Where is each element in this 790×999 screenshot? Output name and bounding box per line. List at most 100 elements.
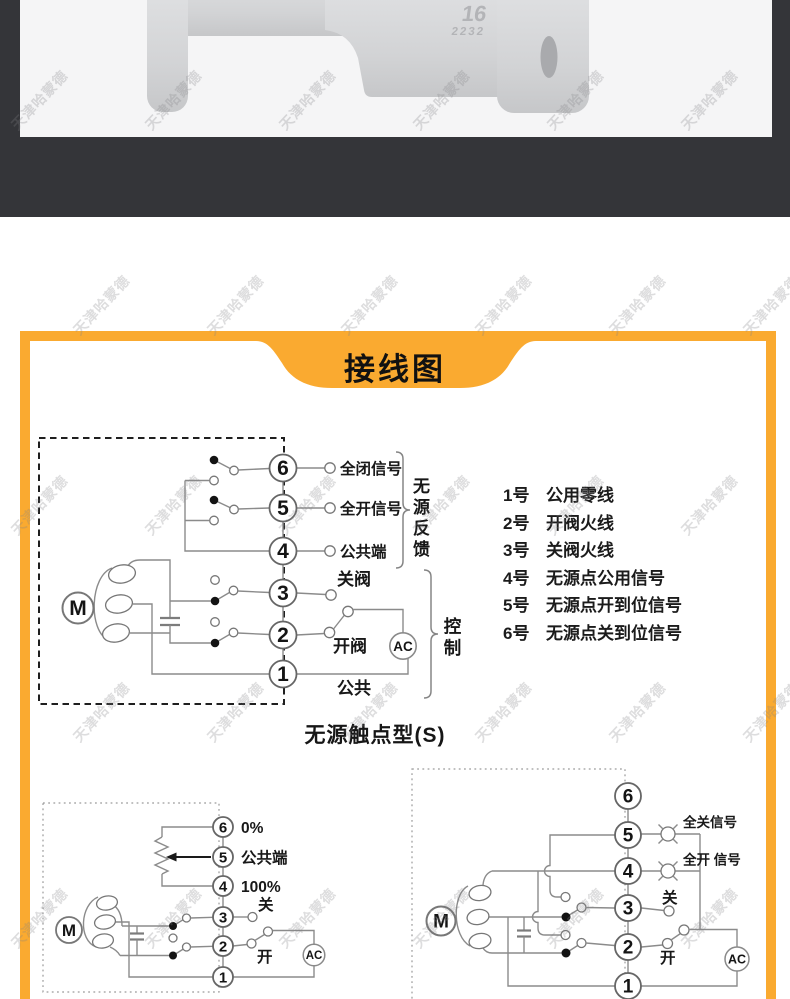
legend-desc: 无源点公用信号 bbox=[546, 568, 665, 588]
watermark-text: 天津哈蒙德 bbox=[606, 272, 669, 338]
legend-num: 6号 bbox=[503, 623, 530, 643]
label-passive-feedback-group: 无源反馈 bbox=[410, 477, 429, 561]
terminal-1 bbox=[268, 659, 298, 689]
actuator-enclosure-dotted bbox=[42, 802, 220, 993]
terminal-2-number: 2 bbox=[277, 624, 289, 647]
label-close: 关 bbox=[258, 895, 274, 914]
watermark-text: 天津哈蒙德 bbox=[70, 272, 133, 338]
wiring-diagram-lamp-feedback: 全关信号 全开 信号 M 关 AC 开 6 5 4 3 2 1 bbox=[411, 768, 750, 999]
label-0-percent: 0% bbox=[241, 820, 264, 837]
terminal-2 bbox=[268, 620, 298, 650]
watermark-text: 天津哈蒙德 bbox=[204, 272, 267, 338]
terminal-1-number: 1 bbox=[219, 970, 227, 987]
legend-row: 2号开阀火线 bbox=[503, 510, 682, 538]
terminal-legend: 1号公用零线 2号开阀火线 3号关阀火线 4号无源点公用信号 5号无源点开到位信… bbox=[503, 482, 682, 648]
legend-desc: 开阀火线 bbox=[546, 513, 614, 533]
motor-winding bbox=[107, 564, 137, 584]
terminal-3 bbox=[268, 578, 298, 608]
motor-winding bbox=[95, 895, 119, 911]
terminal-4 bbox=[268, 536, 298, 566]
ac-label: AC bbox=[393, 639, 413, 654]
motor-label: M bbox=[62, 921, 76, 940]
terminal-3-number: 3 bbox=[623, 899, 634, 920]
legend-row: 3号关阀火线 bbox=[503, 537, 682, 565]
label-common-end: 公共端 bbox=[241, 848, 288, 867]
terminal-6-number: 6 bbox=[219, 820, 227, 837]
terminal-5 bbox=[268, 493, 298, 523]
cast-marking-line1: 16 bbox=[460, 1, 488, 26]
legend-row: 5号无源点开到位信号 bbox=[503, 592, 682, 620]
terminal-2-number: 2 bbox=[219, 939, 227, 956]
terminal-3-number: 3 bbox=[219, 910, 227, 927]
label-open-valve: 开阀 bbox=[333, 636, 367, 656]
wiring-diagram-passive-contact: 全闭信号 全开信号 公共端 关阀 AC 开阀 公共 M 6 5 4 3 2 1 bbox=[38, 437, 439, 705]
terminal-6 bbox=[212, 816, 234, 838]
terminal-5 bbox=[212, 846, 234, 868]
terminal-5 bbox=[614, 821, 642, 849]
banner-title: 接线图 bbox=[344, 352, 446, 387]
ac-label: AC bbox=[306, 950, 323, 962]
valve-body: 16 2232 bbox=[147, 0, 589, 113]
terminal-6 bbox=[268, 453, 298, 483]
label-close: 关 bbox=[662, 888, 678, 907]
motor bbox=[425, 905, 457, 937]
legend-num: 3号 bbox=[503, 541, 530, 561]
legend-row: 6号无源点关到位信号 bbox=[503, 620, 682, 648]
watermark-text: 天津哈蒙德 bbox=[338, 272, 401, 338]
wiring-diagram-panel bbox=[20, 331, 776, 999]
label-common-end: 公共端 bbox=[340, 542, 387, 561]
motor bbox=[55, 916, 83, 944]
legend-row: 1号公用零线 bbox=[503, 482, 682, 510]
label-common: 公共 bbox=[337, 679, 371, 698]
terminal-3 bbox=[614, 894, 642, 922]
valve-photo: 16 2232 bbox=[147, 0, 589, 113]
watermark-text: 天津哈蒙德 bbox=[472, 272, 535, 338]
banner-tab bbox=[256, 341, 536, 388]
terminal-5-number: 5 bbox=[219, 850, 227, 867]
motor-label: M bbox=[433, 912, 449, 933]
label-100-percent: 100% bbox=[241, 879, 281, 896]
actuator-enclosure-dotted bbox=[411, 768, 626, 999]
label-full-open-signal: 全开信号 bbox=[339, 499, 402, 518]
potentiometer bbox=[153, 836, 170, 875]
product-photo: 16 2232 bbox=[20, 0, 772, 137]
bolt-hole bbox=[540, 36, 558, 78]
ac-label: AC bbox=[728, 953, 746, 967]
motor bbox=[61, 591, 95, 625]
terminal-2 bbox=[212, 935, 234, 957]
watermark-text: 天津哈蒙德 bbox=[740, 272, 790, 338]
legend-num: 1号 bbox=[503, 486, 530, 505]
legend-num: 5号 bbox=[503, 596, 530, 616]
ac-power-source bbox=[388, 631, 417, 660]
terminal-4-number: 4 bbox=[277, 540, 289, 563]
motor-winding bbox=[104, 594, 134, 614]
motor-label: M bbox=[69, 597, 87, 620]
terminal-6-number: 6 bbox=[277, 457, 289, 480]
terminal-1 bbox=[614, 972, 642, 999]
terminal-4 bbox=[212, 875, 234, 897]
terminal-6 bbox=[614, 782, 642, 810]
terminal-5-number: 5 bbox=[623, 826, 634, 847]
legend-desc: 无源点关到位信号 bbox=[546, 623, 682, 643]
label-close-valve: 关阀 bbox=[337, 569, 371, 589]
terminal-4-number: 4 bbox=[623, 862, 634, 883]
motor-winding bbox=[466, 908, 490, 926]
terminal-4-number: 4 bbox=[219, 879, 228, 896]
wiring-diagram-potentiometer: 0% 公共端 100% M 关 AC 开 6 5 4 3 2 1 bbox=[42, 802, 326, 993]
diagram1-caption: 无源触点型(S) bbox=[304, 724, 446, 747]
dark-band: 16 2232 bbox=[0, 0, 790, 217]
motor-winding bbox=[468, 884, 492, 902]
ac-power-source bbox=[302, 943, 326, 967]
terminal-4 bbox=[614, 857, 642, 885]
legend-desc: 关阀火线 bbox=[546, 541, 614, 561]
terminal-3-number: 3 bbox=[277, 582, 289, 605]
motor-winding bbox=[91, 933, 115, 949]
motor-winding bbox=[93, 914, 117, 930]
label-full-close-signal: 全闭信号 bbox=[339, 459, 402, 478]
label-open: 开 bbox=[257, 948, 273, 966]
legend-desc: 公用零线 bbox=[546, 486, 614, 505]
motor-winding bbox=[101, 623, 131, 643]
cast-marking: 16 2232 bbox=[451, 1, 489, 38]
switch-contact-closed bbox=[209, 455, 219, 465]
label-control-group: 控制 bbox=[442, 617, 462, 660]
